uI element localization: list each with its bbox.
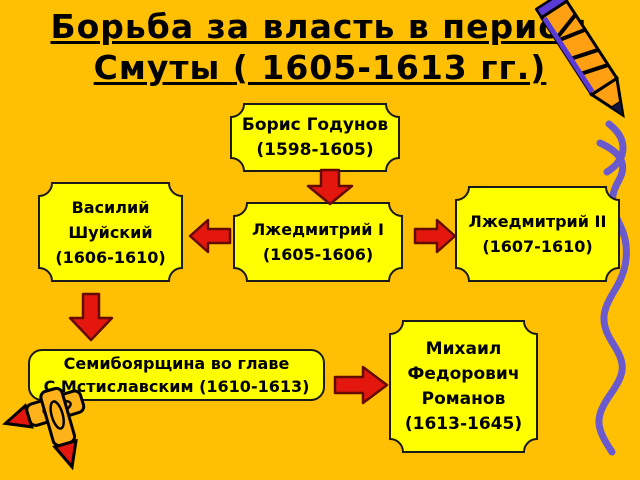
node-mikhail-romanov-years: (1613-1645) [404, 413, 523, 434]
arrow-left-icon [188, 218, 232, 254]
node-false-dmitry-ii-years: (1607-1610) [482, 237, 593, 256]
node-seven-boyars-line1: Семибоярщина во главе [63, 354, 290, 373]
arrow-down-shuisky-icon [68, 292, 114, 342]
node-false-dmitry-ii-name: Лжедмитрий II [468, 212, 607, 231]
arrow-down-godunov-icon [306, 168, 354, 206]
slide-title-line2: Смуты ( 1605-1613 гг.) [93, 48, 547, 87]
node-false-dmitry-i-name: Лжедмитрий I [252, 220, 384, 239]
node-mikhail-romanov-name1: Михаил [425, 338, 502, 359]
node-false-dmitry-i: Лжедмитрий I (1605-1606) [233, 202, 403, 282]
node-vasily-shuisky-name2: Шуйский [68, 222, 153, 242]
node-boris-godunov-years: (1598-1605) [256, 139, 374, 160]
node-mikhail-romanov-name3: Романов [421, 388, 506, 409]
plaque-shape [38, 182, 183, 282]
arrow-right-top-icon [413, 218, 457, 254]
node-boris-godunov-name: Борис Годунов [241, 114, 389, 135]
node-seven-boyars-line2: С Мстиславским (1610-1613) [43, 377, 310, 396]
node-mikhail-romanov: Михаил Федорович Романов (1613-1645) [389, 320, 538, 453]
node-boris-godunov: Борис Годунов (1598-1605) [230, 103, 400, 172]
node-false-dmitry-ii: Лжедмитрий II (1607-1610) [455, 186, 620, 282]
plaque-shape [230, 103, 400, 172]
slide-title: Борьба за власть в период Смуты ( 1605-1… [0, 6, 640, 88]
node-vasily-shuisky: Василий Шуйский (1606-1610) [38, 182, 183, 282]
slide-title-line1: Борьба за власть в период [50, 7, 590, 46]
arrow-right-bottom-icon [333, 365, 389, 405]
node-false-dmitry-i-years: (1605-1606) [262, 245, 374, 264]
plaque-shape [233, 202, 403, 282]
node-vasily-shuisky-name1: Василий [71, 197, 150, 217]
node-vasily-shuisky-years: (1606-1610) [55, 247, 166, 267]
node-mikhail-romanov-name2: Федорович [407, 363, 520, 384]
plaque-shape [389, 320, 538, 453]
node-seven-boyars: Семибоярщина во главе С Мстиславским (16… [28, 349, 325, 401]
